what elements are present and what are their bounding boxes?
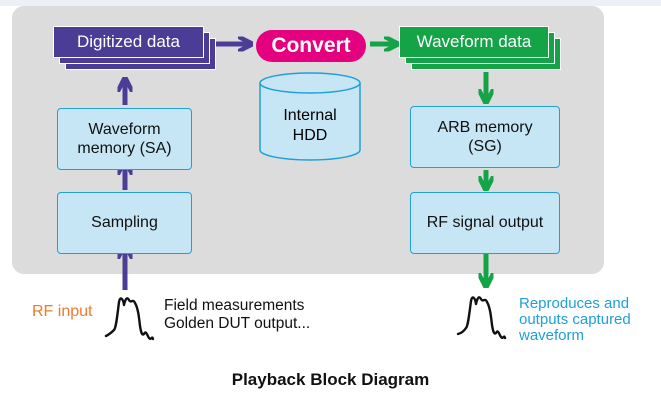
arb-memory-sg-block: ARB memory (SG)	[410, 106, 560, 168]
sampling-block: Sampling	[57, 192, 192, 254]
input-note: Field measurements Golden DUT output...	[164, 297, 310, 333]
arb-memory-line1: ARB memory	[437, 118, 533, 136]
waveform-data-stack: Waveform data	[399, 26, 561, 70]
convert-label: Convert	[256, 30, 366, 62]
stack-sheet-front	[399, 26, 549, 58]
input-note-line1: Field measurements	[164, 297, 305, 314]
waveform-pulse-icon	[456, 296, 507, 340]
rf-signal-output-label: RF signal output	[426, 214, 544, 232]
rf-signal-output-block: RF signal output	[410, 192, 560, 254]
digitized-data-stack: Digitized data	[53, 26, 216, 70]
output-note-line2: outputs captured	[519, 311, 631, 329]
top-strip	[0, 0, 661, 6]
hdd-cylinder-icon	[259, 72, 361, 161]
hdd-line2: HDD	[292, 127, 328, 144]
arb-memory-line2: (SG)	[468, 138, 502, 155]
diagram-caption: Playback Block Diagram	[231, 370, 430, 389]
stack-sheet-front	[53, 26, 204, 58]
output-note-line1: Reproduces and	[519, 295, 630, 312]
internal-hdd-label: Internal HDD	[260, 106, 360, 146]
output-note: Reproduces and outputs captured waveform	[519, 295, 631, 345]
output-note-line3: waveform	[519, 327, 585, 345]
waveform-memory-line2: memory (SA)	[77, 140, 172, 157]
waveform-memory-line1: Waveform	[88, 120, 161, 138]
waveform-memory-sa-block: Waveform memory (SA)	[57, 108, 192, 170]
rf-input-label: RF input	[32, 303, 93, 320]
sampling-label: Sampling	[91, 214, 158, 232]
digitized-data-label: Digitized data	[76, 32, 180, 51]
input-note-line2: Golden DUT output...	[164, 314, 311, 332]
waveform-data-label: Waveform data	[416, 32, 532, 51]
waveform-pulse-icon	[104, 297, 155, 341]
hdd-line1: Internal	[283, 107, 337, 124]
